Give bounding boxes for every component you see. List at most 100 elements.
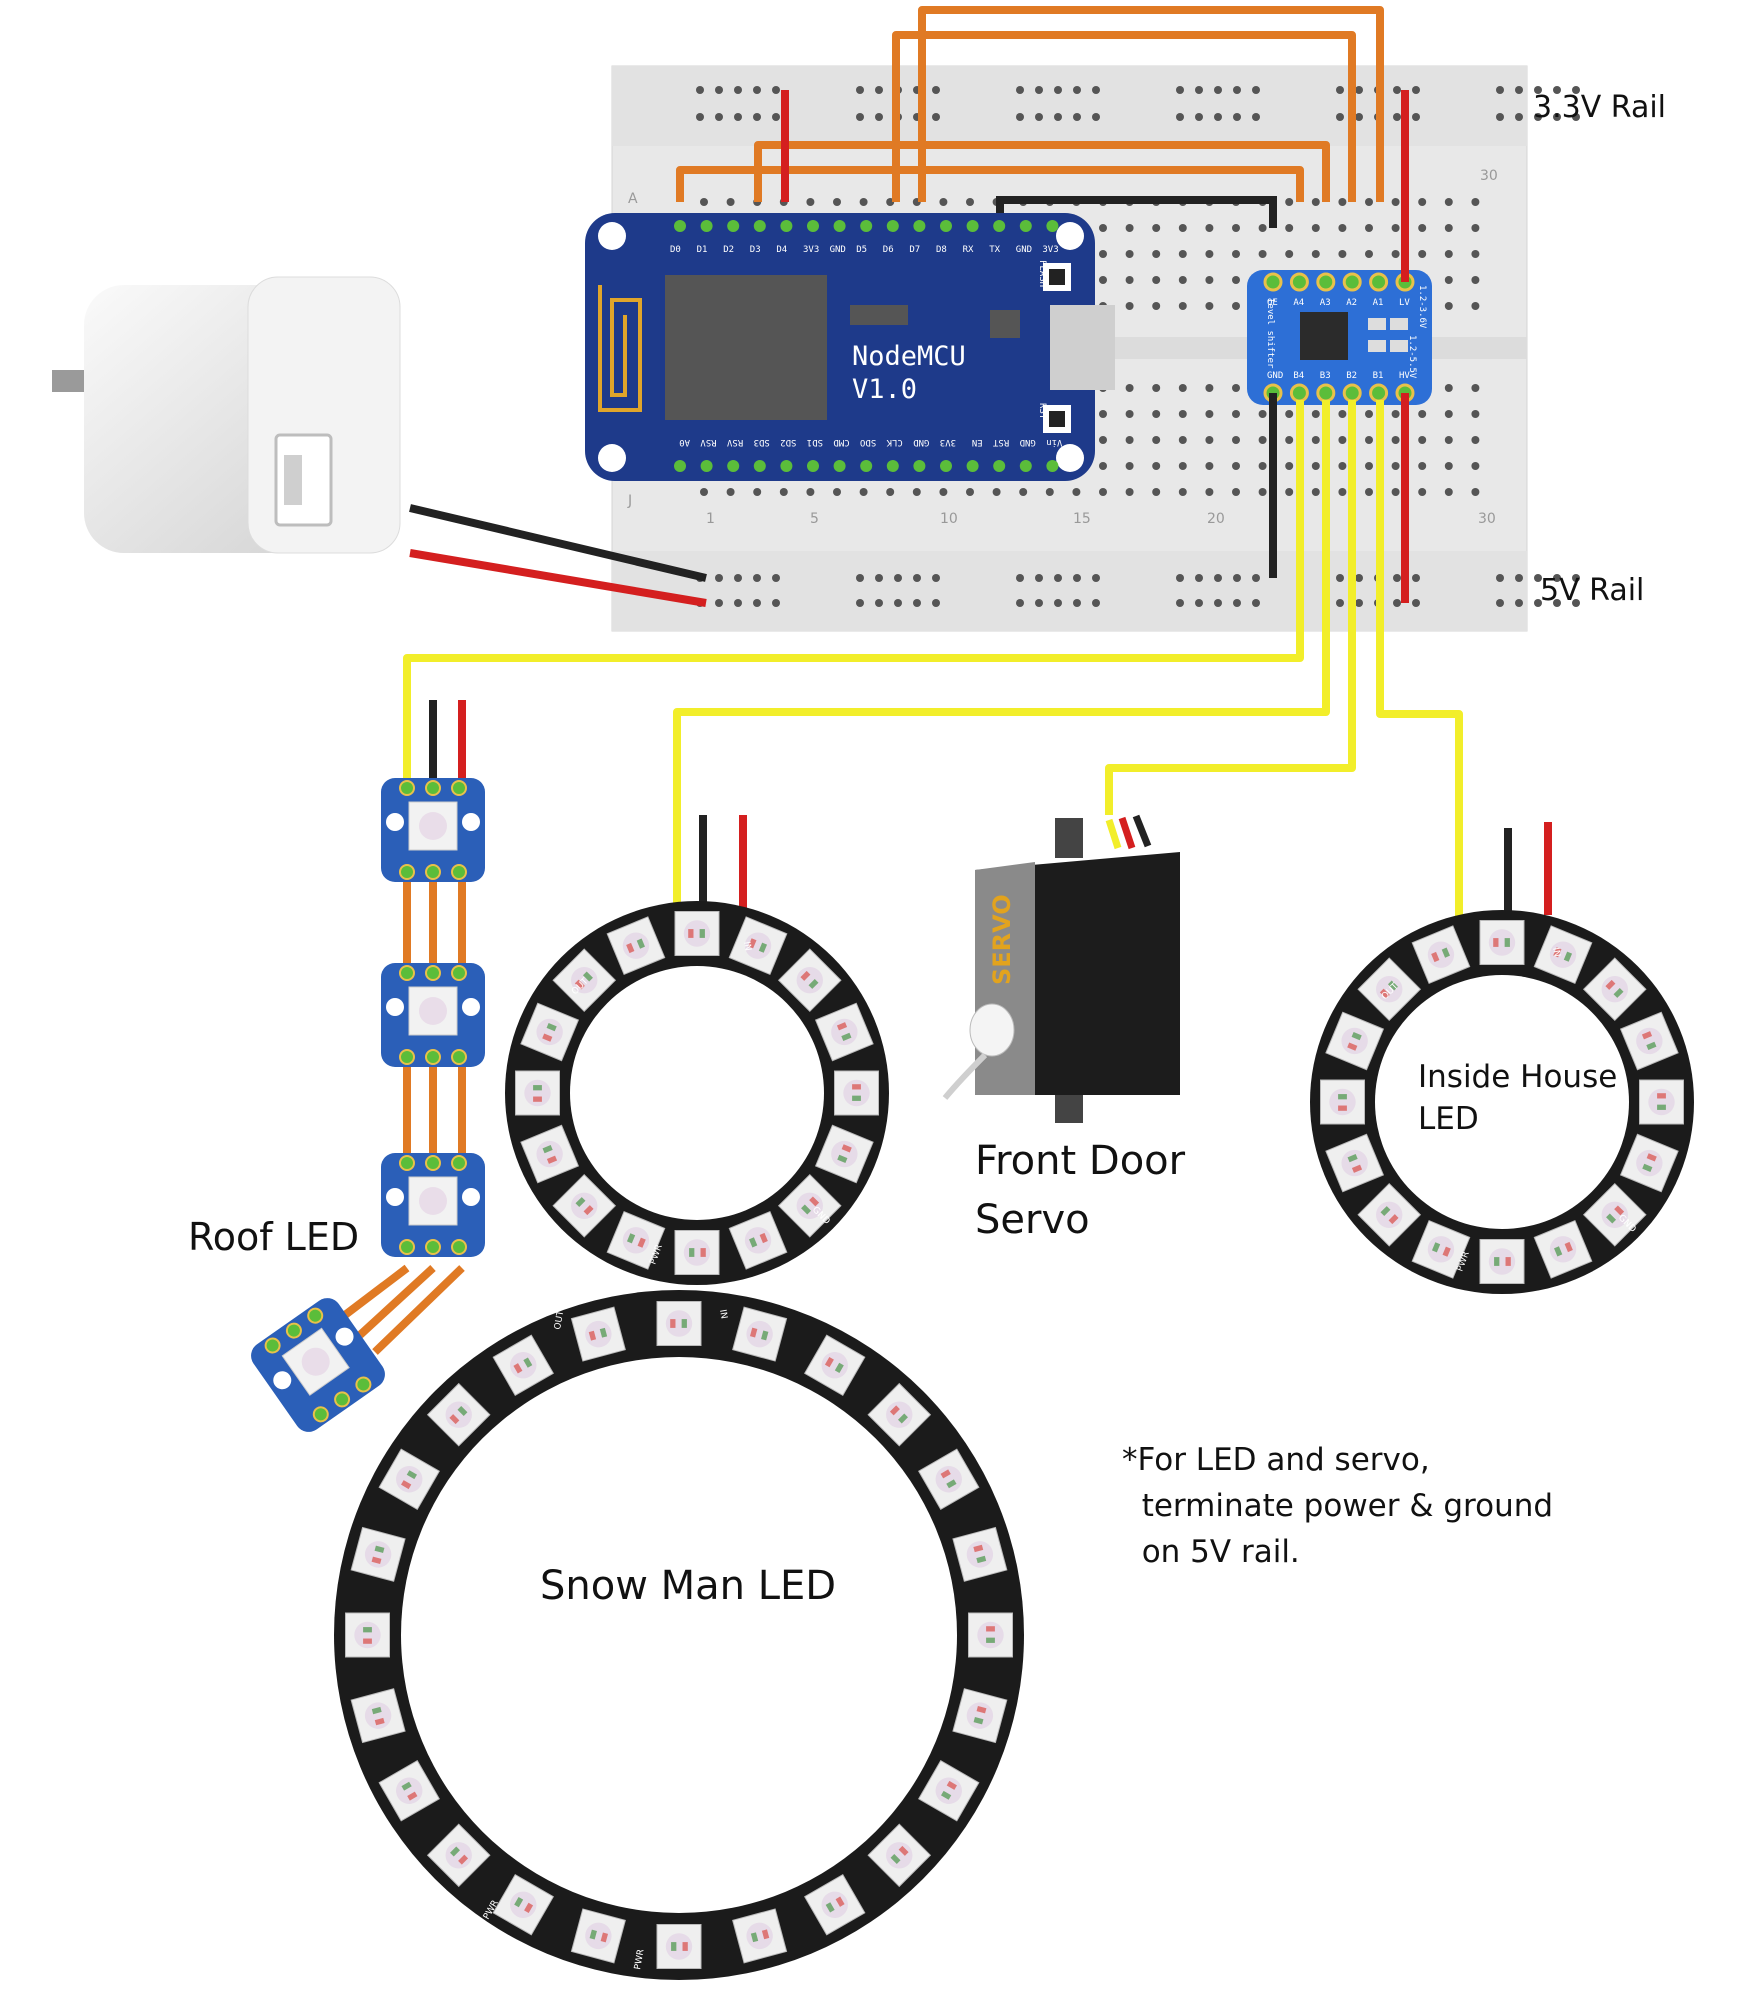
pixel-die <box>946 1479 957 1489</box>
rail-5v-label: 5V Rail <box>1540 573 1645 608</box>
terminal-hole <box>1391 410 1400 418</box>
nodemcu-top-pin-label: TX <box>989 245 1000 255</box>
nodemcu-bottom-pin <box>1019 460 1032 472</box>
pixel-die <box>835 1896 845 1907</box>
rail-hole <box>1553 113 1561 121</box>
rail-hole <box>856 599 864 607</box>
shifter-bottom-pin <box>1289 383 1309 403</box>
pixel-die <box>1380 1206 1391 1217</box>
rail-hole <box>1336 599 1344 607</box>
rail-hole <box>1336 574 1344 582</box>
terminal-hole <box>1178 384 1187 392</box>
pixel-die <box>841 1032 852 1041</box>
snowman-head-ring-pixel <box>814 1002 874 1062</box>
rail-hole <box>772 574 780 582</box>
snowman-head-ring-pixel <box>814 1124 874 1184</box>
rail-hole <box>1195 86 1203 94</box>
led-pad <box>399 864 415 880</box>
inside-house-ring-pixel <box>1411 925 1471 985</box>
pixel-die <box>546 1022 557 1032</box>
shifter-top-pin <box>1342 272 1362 292</box>
rail-hole <box>1515 574 1523 582</box>
terminal-hole <box>1311 462 1320 470</box>
nodemcu-top-pin <box>1046 220 1059 232</box>
snowman-body-ring-pixel <box>918 1760 980 1822</box>
nodemcu-top-pin <box>833 220 846 232</box>
terminal-hole <box>1365 410 1373 418</box>
inside-house-ring-pixel <box>1619 1011 1679 1071</box>
nodemcu-top-pin <box>807 220 819 232</box>
pixel-die <box>574 979 585 990</box>
terminal-hole <box>700 488 708 496</box>
snowman-head-ring-pixel <box>520 1002 580 1062</box>
rail-hole <box>734 574 742 582</box>
pixel-die <box>1641 1031 1653 1040</box>
breadboard-col-30: 30 <box>1478 511 1496 527</box>
snowman-body-ring-pixel <box>378 1760 440 1822</box>
pixel-die <box>1554 1246 1563 1257</box>
rail-hole <box>1553 599 1561 607</box>
shifter-top-pin-label: LV <box>1399 298 1410 308</box>
pixel-die <box>852 1095 861 1101</box>
terminal-hole <box>1178 436 1187 444</box>
rail-hole <box>1073 86 1081 94</box>
rail-hole <box>856 86 864 94</box>
snowman-body-ring-pixel <box>732 1908 788 1964</box>
terminal-hole <box>1311 436 1320 444</box>
terminal-hole <box>859 488 868 496</box>
terminal-hole <box>1178 276 1187 284</box>
rail-hole <box>1515 86 1523 94</box>
terminal-hole <box>1258 488 1267 496</box>
pixel-die <box>759 1232 768 1244</box>
pixel-die <box>371 1706 382 1715</box>
terminal-hole <box>1444 410 1453 418</box>
servo: SERVO <box>942 814 1180 1123</box>
led-pad <box>399 1239 415 1255</box>
pixel-die <box>852 1084 861 1090</box>
snowman-body-ring-pixel <box>952 1688 1008 1744</box>
rail-hole <box>753 599 761 607</box>
pixel-lens <box>683 1239 711 1266</box>
pixel-die <box>808 978 819 989</box>
led-board-hole <box>386 1188 404 1206</box>
pixel-lens <box>977 1621 1004 1649</box>
pixel-die <box>986 1626 995 1632</box>
terminal-hole <box>1471 276 1480 284</box>
snowman-body-ring-pixel <box>867 1382 932 1447</box>
pixel-die <box>749 1237 758 1248</box>
pixel-lens <box>821 1891 848 1918</box>
nodemcu-top-pin <box>753 220 766 232</box>
rail-hole <box>1233 113 1241 121</box>
shifter-top-pin <box>1289 272 1309 292</box>
pixel-die <box>513 1363 523 1374</box>
nodemcu-bottom-pin-label: GND <box>1020 437 1036 447</box>
snowman-head-ring-pixel <box>606 916 666 976</box>
nodemcu-bottom-pin-label: SD2 <box>780 437 796 447</box>
rail-hole <box>734 599 742 607</box>
inside-house-ring-pixel <box>1582 1182 1647 1247</box>
pixel-lens <box>524 1079 551 1107</box>
terminal-hole <box>1125 436 1134 444</box>
nodemcu-top-pin-label: RX <box>963 245 974 255</box>
rail-hole <box>875 113 883 121</box>
led-pad <box>399 780 415 796</box>
led-pad <box>264 1337 281 1354</box>
body-ring-in-label: IN <box>717 1309 728 1320</box>
pixel-lens <box>510 1891 537 1918</box>
terminal-hole <box>1418 436 1427 444</box>
terminal-hole <box>1178 250 1187 258</box>
inside-house-ring-pixel <box>1479 1239 1525 1284</box>
nodemcu-top-pin <box>727 220 740 232</box>
nodemcu-bottom-pin-label: 3V3 <box>940 437 956 447</box>
terminal-hole <box>1125 488 1134 496</box>
snowman-head-ring-pixel <box>834 1070 879 1116</box>
terminal-hole <box>1232 302 1240 310</box>
terminal-hole <box>1099 462 1107 470</box>
shifter-bottom-pin-label: B3 <box>1320 371 1331 381</box>
pixel-die <box>761 1330 769 1341</box>
terminal-hole <box>1152 410 1161 418</box>
rail-hole <box>696 113 704 121</box>
pixel-lens <box>746 1320 773 1348</box>
terminal-hole <box>1045 488 1054 496</box>
rail-hole <box>1572 86 1580 94</box>
